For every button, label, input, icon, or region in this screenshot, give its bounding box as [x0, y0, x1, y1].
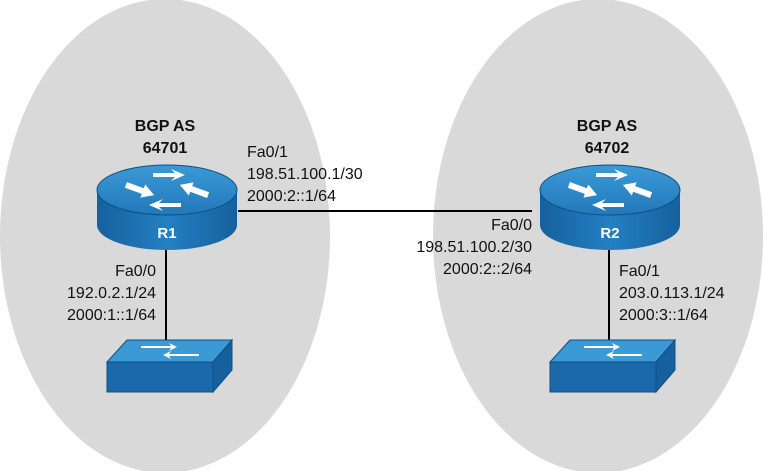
- interface-ipv4: 192.0.2.1/24: [67, 285, 156, 302]
- interface-name: Fa0/1: [619, 263, 660, 280]
- interface-label-r1-fa0-0: Fa0/0 192.0.2.1/24 2000:1::1/64: [30, 261, 156, 327]
- interface-name: Fa0/0: [491, 217, 532, 234]
- interface-label-r2-fa0-1: Fa0/1 203.0.113.1/24 2000:3::1/64: [619, 261, 725, 327]
- interface-ipv4: 198.51.100.2/30: [416, 239, 532, 256]
- interface-ipv6: 2000:1::1/64: [67, 307, 156, 324]
- as-label-64702: BGP AS 64702: [567, 116, 647, 160]
- interface-label-r1-fa0-1: Fa0/1 198.51.100.1/30 2000:2::1/64: [247, 142, 363, 208]
- router-icon: [96, 164, 238, 250]
- interface-name: Fa0/0: [115, 263, 156, 280]
- router-icon: [539, 164, 681, 250]
- as-number: 64702: [584, 140, 630, 157]
- as-title: BGP AS: [576, 118, 638, 135]
- switch-icon: [548, 338, 677, 394]
- interface-label-r2-fa0-0: Fa0/0 198.51.100.2/30 2000:2::2/64: [380, 215, 532, 281]
- interface-name: Fa0/1: [247, 144, 288, 161]
- router-name-r1: R1: [157, 225, 177, 242]
- interface-ipv4: 203.0.113.1/24: [619, 285, 725, 302]
- interface-ipv6: 2000:2::1/64: [247, 188, 336, 205]
- as-title: BGP AS: [134, 118, 196, 135]
- interface-ipv6: 2000:2::2/64: [443, 261, 532, 278]
- interface-ipv4: 198.51.100.1/30: [247, 166, 363, 183]
- as-label-64701: BGP AS 64701: [125, 116, 205, 160]
- as-number: 64701: [142, 140, 188, 157]
- router-name-r2: R2: [600, 225, 620, 242]
- switch-icon: [105, 338, 234, 394]
- interface-ipv6: 2000:3::1/64: [619, 307, 708, 324]
